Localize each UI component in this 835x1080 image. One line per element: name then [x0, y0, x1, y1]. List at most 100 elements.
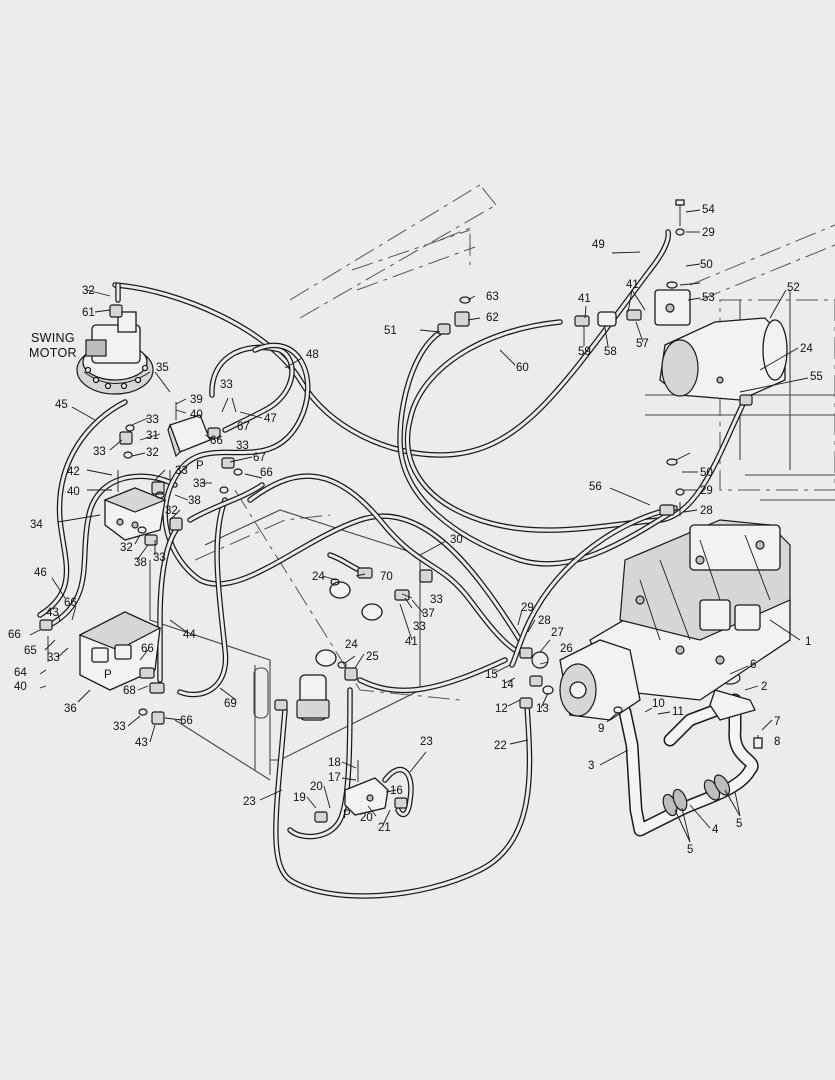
callout-6: 6 — [750, 659, 756, 671]
callout-40: 40 — [67, 486, 80, 498]
callout-52: 52 — [787, 282, 800, 294]
callout-16: 16 — [390, 785, 403, 797]
swing-motor — [76, 311, 154, 395]
callout-39: 39 — [190, 394, 203, 406]
callout-41: 41 — [405, 636, 418, 648]
callout-3: 3 — [588, 760, 594, 772]
callout-24: 24 — [800, 343, 813, 355]
callout-66: 66 — [210, 435, 223, 447]
callout-33: 33 — [146, 414, 159, 426]
callout-36: 36 — [64, 703, 77, 715]
callout-41: 41 — [578, 293, 591, 305]
callout-48: 48 — [306, 349, 319, 361]
callout-51: 51 — [384, 325, 397, 337]
callout-5: 5 — [736, 818, 742, 830]
callout-28: 28 — [538, 615, 551, 627]
callout-44: 44 — [183, 629, 196, 641]
callout-29: 29 — [700, 485, 713, 497]
callout-65: 65 — [24, 645, 37, 657]
callout-4: 4 — [712, 824, 719, 836]
callout-54: 54 — [702, 204, 715, 216]
hydraulic-motor — [654, 289, 788, 401]
callout-66: 66 — [260, 467, 273, 479]
callout-5: 5 — [687, 844, 693, 856]
callout-67: 67 — [237, 421, 250, 433]
callout-37: 37 — [422, 608, 435, 620]
swing-motor-label-line1: SWING — [31, 331, 75, 345]
main-pump — [559, 519, 791, 721]
callout-62: 62 — [486, 312, 499, 324]
callout-29: 29 — [521, 602, 534, 614]
callout-26: 26 — [560, 643, 573, 655]
callout-33: 33 — [236, 440, 249, 452]
callout-12: 12 — [495, 703, 508, 715]
callout-34: 34 — [30, 519, 43, 531]
callout-55: 55 — [810, 371, 823, 383]
callout-40: 40 — [14, 681, 27, 693]
suction-pipe — [618, 671, 759, 837]
callout-24: 24 — [312, 571, 325, 583]
leader-lines — [29, 209, 809, 843]
callout-19: 19 — [293, 792, 306, 804]
callout-57: 57 — [636, 338, 649, 350]
callout-23: 23 — [420, 736, 433, 748]
callout-33: 33 — [430, 594, 443, 606]
port-label-p: P — [104, 669, 112, 681]
callout-69: 69 — [224, 698, 237, 710]
callout-24: 24 — [345, 639, 358, 651]
callout-31: 31 — [146, 430, 159, 442]
callout-49: 49 — [592, 239, 605, 251]
callout-40: 40 — [190, 409, 203, 421]
callout-43: 43 — [135, 737, 148, 749]
callout-14: 14 — [501, 679, 514, 691]
callout-56: 56 — [589, 481, 602, 493]
callout-38: 38 — [134, 557, 147, 569]
callout-15: 15 — [485, 669, 498, 681]
callout-33: 33 — [413, 621, 426, 633]
callout-17: 17 — [328, 772, 341, 784]
diagram-text-labels: SWING MOTOR P P P — [29, 331, 351, 821]
callout-23: 23 — [243, 796, 256, 808]
callout-38: 38 — [188, 495, 201, 507]
callout-27: 27 — [551, 627, 564, 639]
callout-70: 70 — [380, 571, 393, 583]
callout-7: 7 — [774, 716, 780, 728]
callout-33: 33 — [153, 552, 166, 564]
callout-66: 66 — [8, 629, 21, 641]
callout-numbers: 1 2 3 4 5 5 6 7 8 9 10 11 12 13 14 15 16… — [8, 204, 823, 856]
callout-58: 58 — [604, 346, 617, 358]
callout-41: 41 — [626, 279, 639, 291]
callout-66: 66 — [180, 715, 193, 727]
callout-33: 33 — [220, 379, 233, 391]
callout-10: 10 — [652, 698, 665, 710]
callout-8: 8 — [774, 736, 780, 748]
callout-30: 30 — [450, 534, 463, 546]
callout-13: 13 — [536, 703, 549, 715]
callout-33: 33 — [175, 465, 188, 477]
callout-32: 32 — [146, 447, 159, 459]
callout-50: 50 — [700, 467, 713, 479]
machine-frame-outline — [149, 184, 835, 781]
callout-20: 20 — [310, 781, 323, 793]
callout-53: 53 — [702, 292, 715, 304]
callout-25: 25 — [366, 651, 379, 663]
callout-68: 68 — [123, 685, 136, 697]
callout-32: 32 — [120, 542, 133, 554]
callout-1: 1 — [805, 636, 811, 648]
callout-47: 47 — [264, 413, 277, 425]
swing-motor-label-line2: MOTOR — [29, 346, 77, 360]
callout-28: 28 — [700, 505, 713, 517]
callout-33: 33 — [113, 721, 126, 733]
callout-9: 9 — [598, 723, 604, 735]
callout-2: 2 — [761, 681, 767, 693]
callout-42: 42 — [67, 466, 80, 478]
callout-66: 66 — [64, 597, 77, 609]
callout-32: 32 — [82, 285, 95, 297]
callout-64: 64 — [14, 667, 27, 679]
callout-18: 18 — [328, 757, 341, 769]
callout-60: 60 — [516, 362, 529, 374]
callout-33: 33 — [47, 652, 60, 664]
port-label-p: P — [343, 809, 351, 821]
callout-45: 45 — [55, 399, 68, 411]
